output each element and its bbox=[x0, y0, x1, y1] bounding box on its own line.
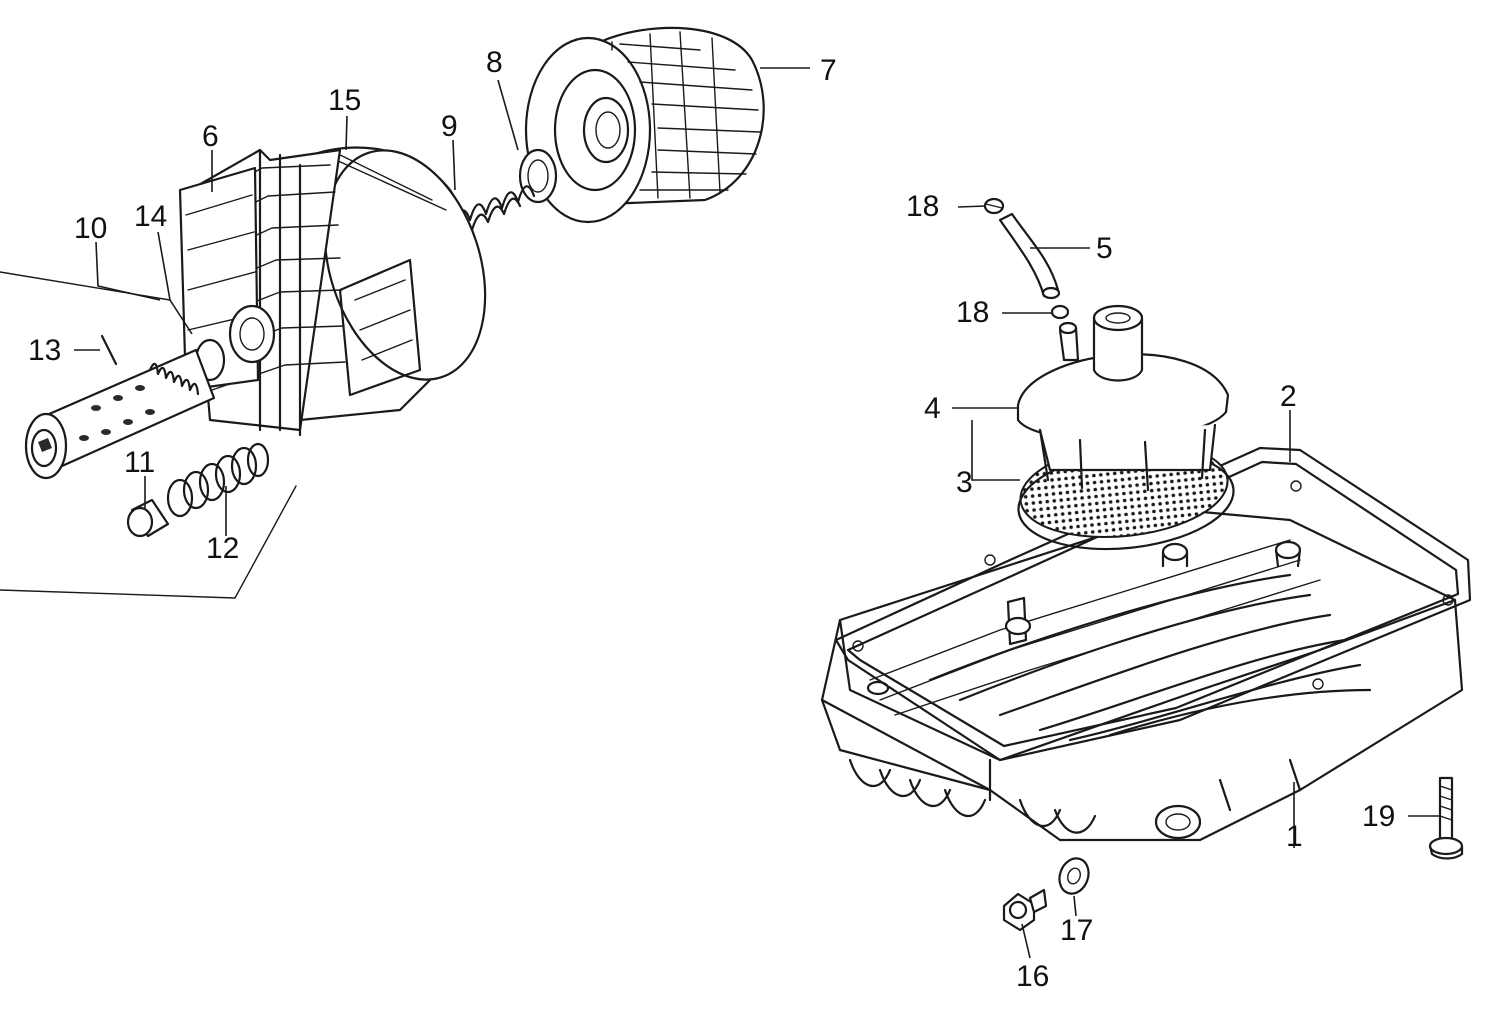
callout-9: 9 bbox=[441, 110, 458, 143]
callout-12: 12 bbox=[206, 532, 239, 565]
drain-bolt bbox=[1002, 888, 1048, 932]
filter-case bbox=[288, 146, 487, 422]
oil-filter-cartridge bbox=[524, 26, 765, 224]
case-boss-ring bbox=[228, 304, 276, 364]
pan-bolt bbox=[1428, 776, 1464, 860]
strainer-pipe-bolt bbox=[24, 348, 216, 480]
callout-15: 15 bbox=[328, 84, 361, 117]
callout-13: 13 bbox=[28, 334, 61, 367]
callout-1: 1 bbox=[1286, 820, 1303, 853]
oil-strainer-cap bbox=[1016, 304, 1230, 492]
relief-valve-plug bbox=[126, 498, 170, 538]
callout-11: 11 bbox=[124, 446, 155, 479]
callout-5: 5 bbox=[1096, 232, 1113, 265]
callout-16: 16 bbox=[1016, 960, 1049, 993]
filter-cover-fins bbox=[178, 148, 346, 437]
callout-19: 19 bbox=[1362, 800, 1395, 833]
callout-10: 10 bbox=[74, 212, 107, 245]
callout-6: 6 bbox=[202, 120, 219, 153]
callout-14: 14 bbox=[134, 200, 167, 233]
callout-17: 17 bbox=[1060, 914, 1093, 947]
o-ring-8 bbox=[518, 148, 558, 204]
oil-pan bbox=[820, 508, 1464, 842]
hose-clip-upper bbox=[983, 197, 1005, 215]
callout-18-upper: 18 bbox=[906, 190, 939, 223]
leader-lines bbox=[74, 67, 1440, 959]
breather-tube bbox=[998, 212, 1061, 300]
callout-18-lower: 18 bbox=[956, 296, 989, 329]
valve-spring bbox=[166, 442, 270, 518]
hose-clip-lower bbox=[1050, 304, 1070, 320]
pin-13 bbox=[100, 334, 118, 366]
callout-3: 3 bbox=[956, 466, 973, 499]
callout-8: 8 bbox=[486, 46, 503, 79]
callout-7: 7 bbox=[820, 54, 837, 87]
sealing-washer bbox=[1058, 857, 1090, 895]
callout-4: 4 bbox=[924, 392, 941, 425]
callout-2: 2 bbox=[1280, 380, 1297, 413]
